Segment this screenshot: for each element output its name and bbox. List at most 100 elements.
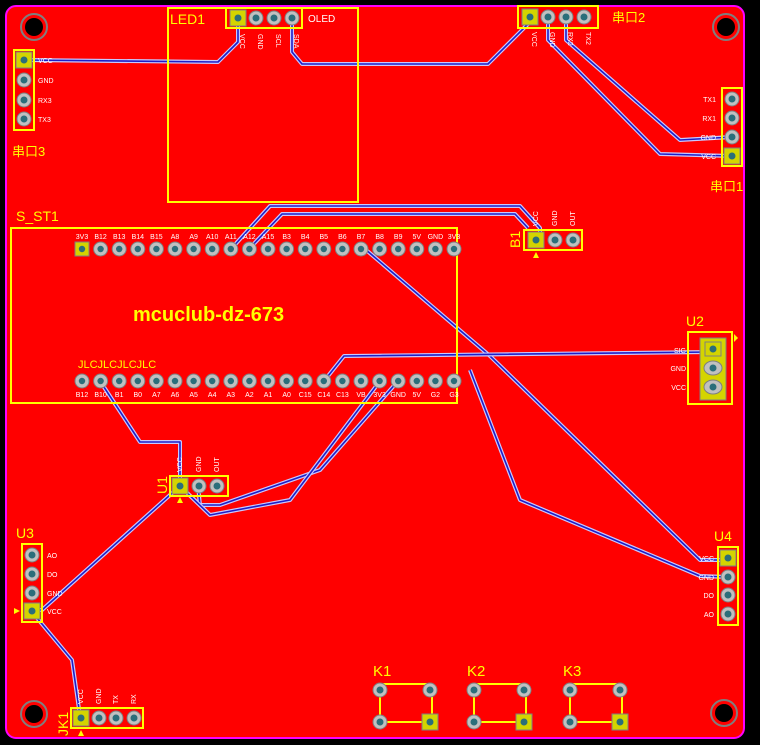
pin-label: B6 [338,234,347,241]
sst1-pin: C13 [334,373,350,399]
pin-label: B12 [94,234,107,241]
pin-label: B3 [282,234,291,241]
chuan1-header [723,91,741,165]
sst1-pin: A7 [148,373,164,399]
pin-label: GND [670,366,686,373]
sst1-pin: B12 [74,373,90,399]
u3-outline [21,543,43,623]
pin-label: VCC [671,385,686,392]
sst1-pin: GND [390,373,406,399]
sst1-pin: A9 [186,234,202,257]
pin-label: B7 [357,234,366,241]
sst1-pin: A10 [204,234,220,257]
mounting-hole-icon [710,699,738,727]
pin-label: RX1 [702,116,716,123]
triangle-marker-icon [533,252,539,258]
sst1-pin: G2 [427,373,443,399]
pin-label: B13 [113,234,126,241]
sst1-pin: A4 [204,373,220,399]
pin-label: VCC [177,457,184,472]
pin-label: VCC [530,32,537,47]
u4-outline [717,546,739,626]
u1-header [171,477,225,495]
pin-label: GND [38,78,54,85]
pin-label: B15 [150,234,163,241]
sst1-pin: 5V [409,234,425,257]
sst1-pin: B0 [130,373,146,399]
sst1-pin: 5V [409,373,425,399]
pin-label: RX3 [38,98,52,105]
sst1-pin: VB [353,373,369,399]
sst1-pin: A6 [167,373,183,399]
chuan2-outline [517,5,599,29]
pin-label: A9 [189,234,198,241]
pin-label: TX [113,695,120,704]
pin-label: G3 [449,392,458,399]
pin-label: GND [428,234,444,241]
sst1-pin: B4 [297,234,313,257]
pin-label: GND [552,210,559,226]
led1-header-outline [225,7,303,29]
sst1-pin: C15 [297,373,313,399]
pin-label: G2 [431,392,440,399]
pin-label: RX2 [566,32,573,46]
pin-label: VB [356,392,366,399]
pin-label: A10 [206,234,219,241]
pin-label: A12 [243,234,256,241]
pin-label: AO [704,612,715,619]
pin-label: A3 [227,392,236,399]
pin-label: B8 [375,234,384,241]
pin-label: VCC [701,154,716,161]
pin-label: 3V3 [448,234,461,241]
sst1-pin: B3 [279,234,295,257]
led1-label: LED1 [170,11,205,27]
board-title: mcuclub-dz-673 [133,304,284,326]
pin-label: A0 [282,392,291,399]
sst1-pin: A11 [223,234,239,257]
pin-label: SDA [292,34,299,49]
board-copper [5,5,745,739]
pin-label: GND [698,575,714,582]
triangle-marker-icon [78,730,84,736]
sst1-pin: B14 [130,234,146,257]
pin-label: A2 [245,392,254,399]
pin-label: A15 [262,234,275,241]
sst1-pin: B9 [390,234,406,257]
pin-label: C14 [317,392,330,399]
pin-label: C13 [336,392,349,399]
pin-label: 5V [413,234,422,241]
triangle-marker-icon [14,608,20,614]
pin-label: SIG [674,348,686,355]
sst1-pin: A8 [167,234,183,257]
pin-label: VCC [699,556,714,563]
pin-label: GND [390,392,406,399]
pin-label: VCC [78,689,85,704]
u2-label: U2 [686,313,704,329]
pin-label: GND [196,456,203,472]
k3-label: K3 [563,663,581,680]
pin-label: TX2 [584,32,591,45]
u4-label: U4 [714,528,732,544]
u2-outline [687,331,733,405]
chuan1-label: 串口1 [710,179,743,194]
k2-label: K2 [467,663,485,680]
traces [23,18,733,717]
sst1-pin: 3V3 [372,373,388,399]
k1-label: K1 [373,663,391,680]
pin-label: B14 [132,234,145,241]
chuan2-label: 串口2 [612,10,645,25]
sst1-pin: C14 [316,373,332,399]
sst1-label: S_ST1 [16,208,59,224]
pin-label: GND [700,135,716,142]
chuan3-header [15,51,33,127]
sst1-pin: 3V3 [74,234,90,257]
pin-label: 3V3 [373,392,386,399]
pin-label: B1 [115,392,124,399]
sst1-pin: A15 [260,234,276,257]
pin-label: RX [131,694,138,704]
sst1-pin: B5 [316,234,332,257]
u1-outline [169,475,229,497]
pin-label: GND [548,32,555,48]
pin-label: VCC [47,609,62,616]
b1-outline [523,229,583,251]
